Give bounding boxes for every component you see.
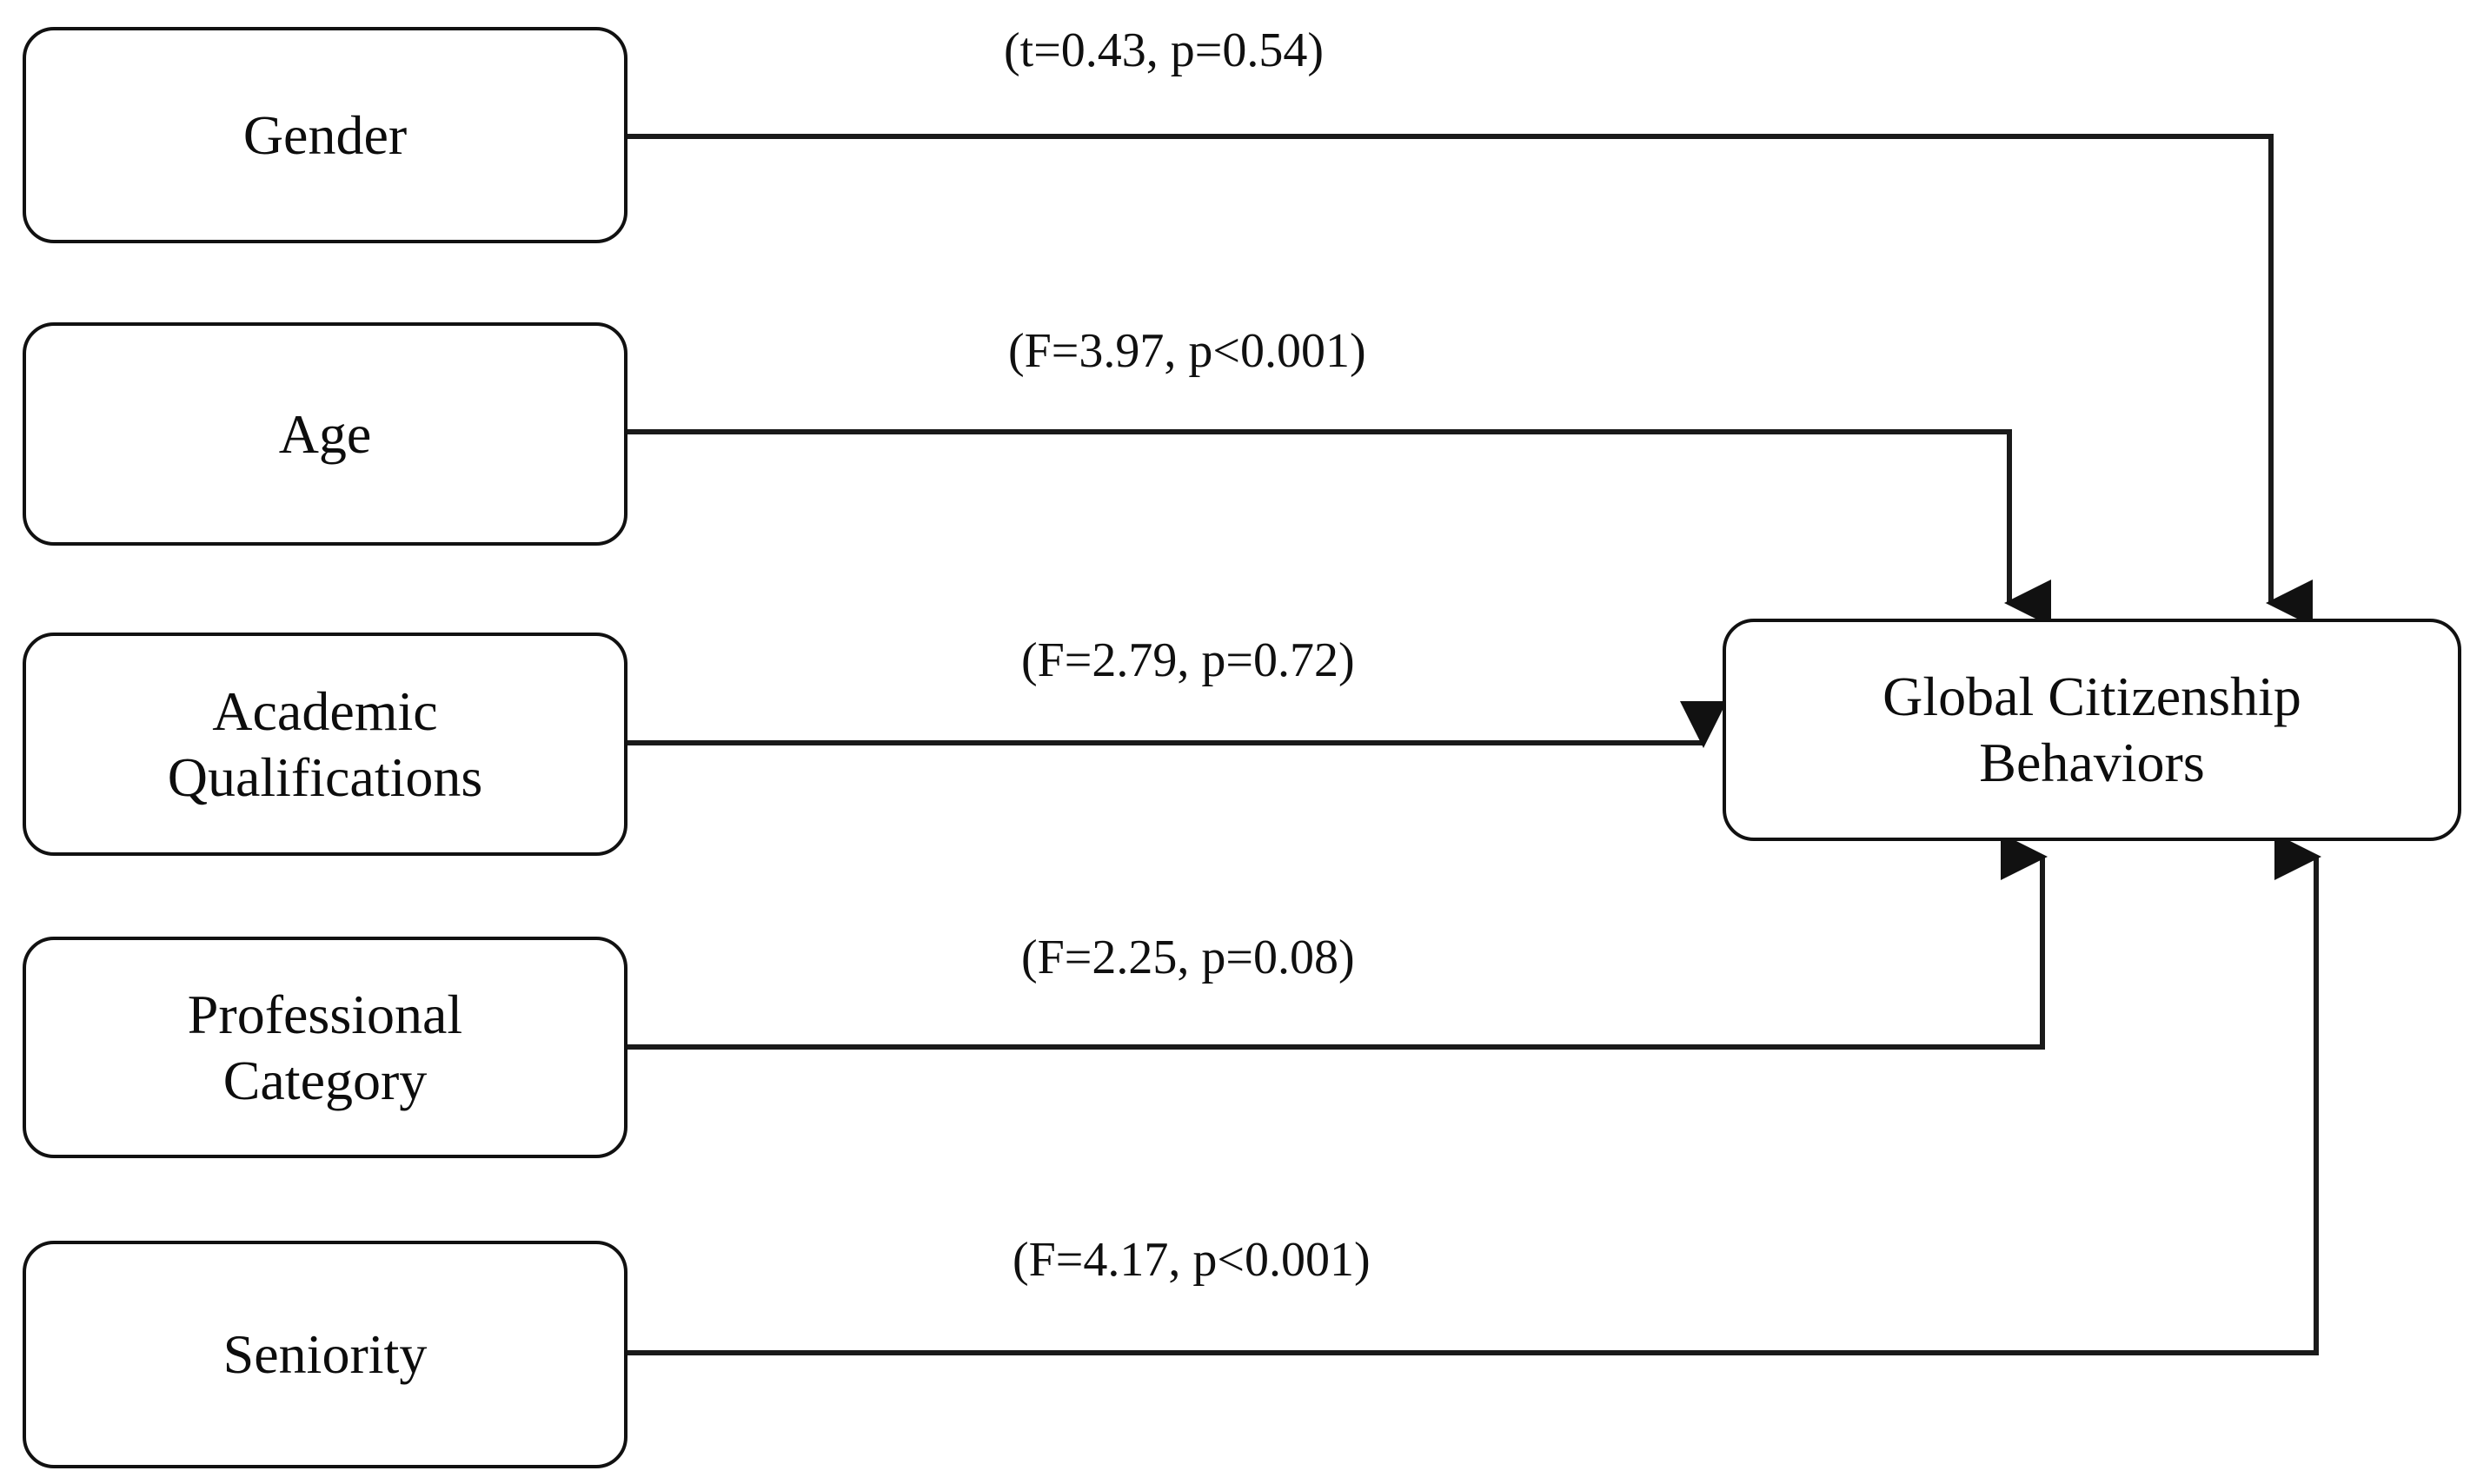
edge-label-age: (F=3.97, p<0.001) <box>1008 324 1366 378</box>
connector-professional-category-to-outcome <box>627 833 2048 1050</box>
connector-gender-to-outcome <box>627 134 2313 626</box>
node-professional-category[interactable]: Professional Category <box>23 937 627 1158</box>
node-gender-label: Gender <box>242 103 408 166</box>
node-age-label: Age <box>278 402 372 465</box>
node-age[interactable]: Age <box>23 322 627 546</box>
node-global-citizenship-behaviors-label: Global Citizenship Behaviors <box>1882 666 2301 793</box>
node-seniority-label: Seniority <box>222 1323 428 1386</box>
edge-label-professional-category: (F=2.25, p=0.08) <box>1021 931 1355 984</box>
connector-seniority-to-outcome <box>627 833 2321 1355</box>
edge-label-academic-qualifications: (F=2.79, p=0.72) <box>1021 633 1355 687</box>
node-academic-qualifications-label: Academic Qualifications <box>167 679 483 808</box>
node-academic-qualifications[interactable]: Academic Qualifications <box>23 633 627 856</box>
node-gender[interactable]: Gender <box>23 27 627 243</box>
node-global-citizenship-behaviors[interactable]: Global Citizenship Behaviors <box>1723 619 2461 841</box>
node-professional-category-label: Professional Category <box>187 983 463 1111</box>
edge-label-gender: (t=0.43, p=0.54) <box>1004 23 1325 77</box>
node-seniority[interactable]: Seniority <box>23 1241 627 1468</box>
edge-label-seniority: (F=4.17, p<0.001) <box>1013 1233 1371 1287</box>
connector-age-to-outcome <box>627 429 2051 626</box>
